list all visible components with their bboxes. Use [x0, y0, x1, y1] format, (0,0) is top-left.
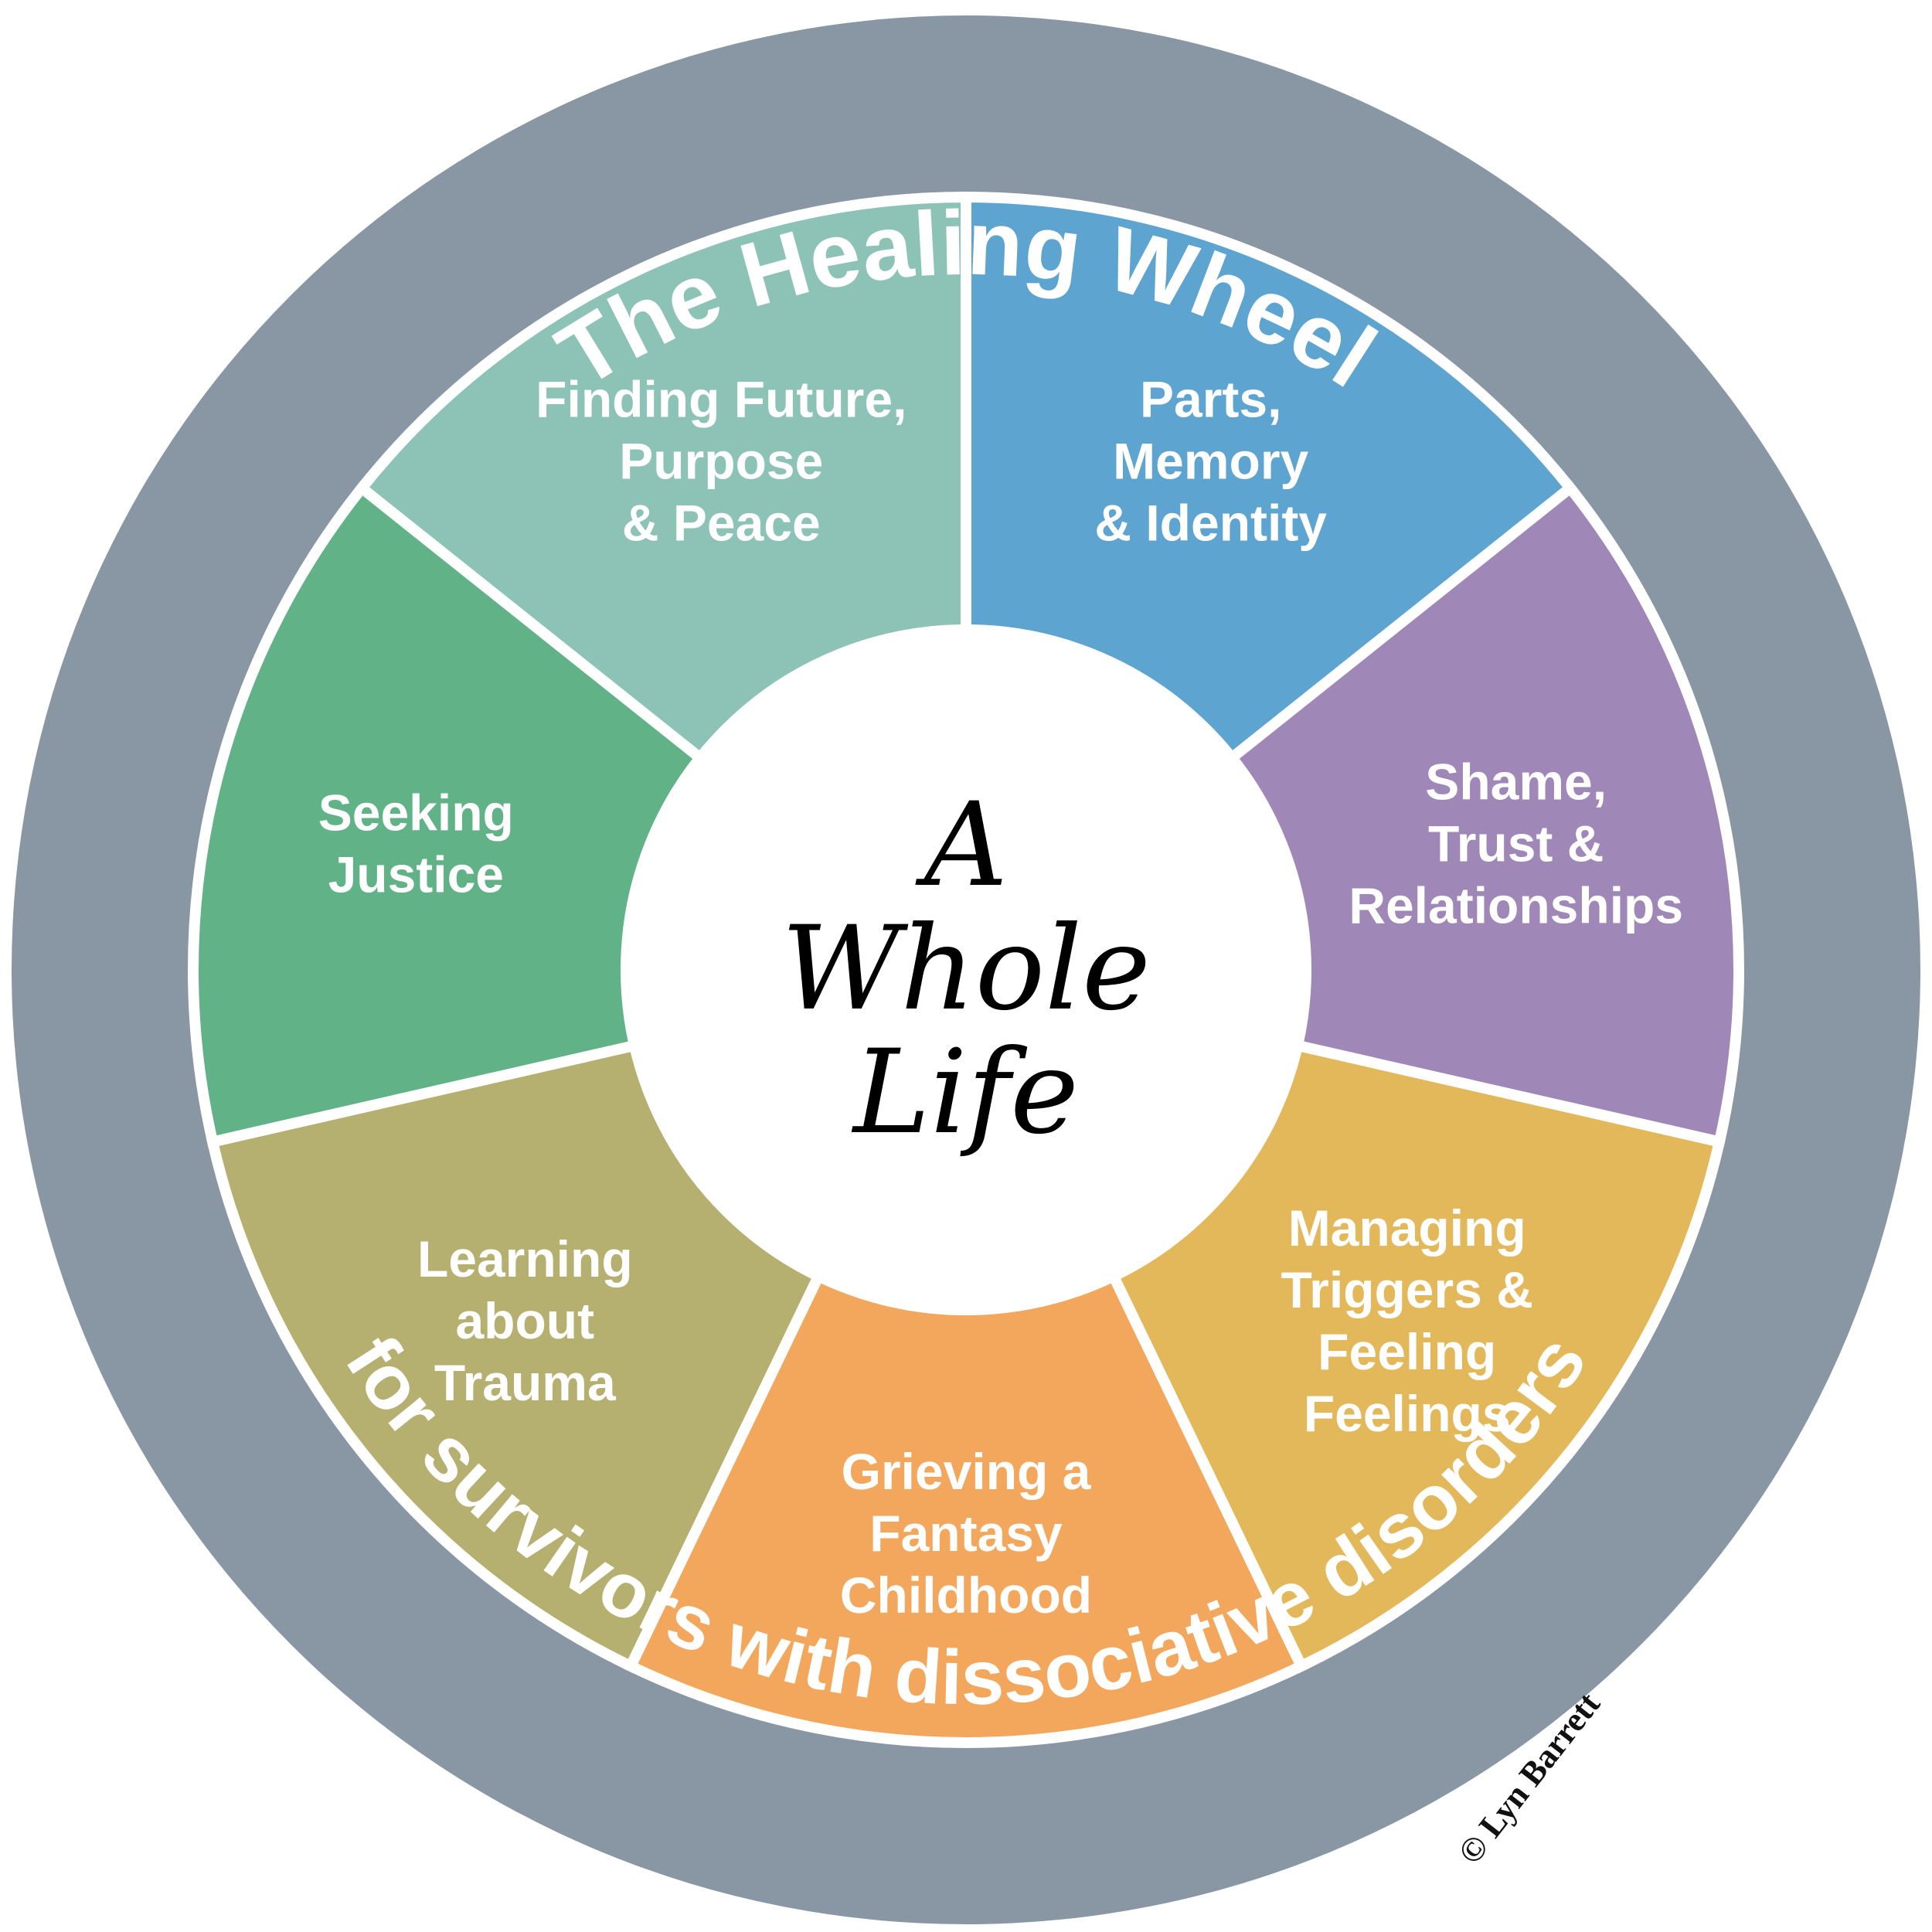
center-circle: [621, 624, 1311, 1315]
segment-label-line: & Identity: [1094, 494, 1327, 551]
segment-label-line: Managing: [1288, 1199, 1526, 1257]
segment-label-line: Learning: [417, 1230, 633, 1287]
segment-grieving-fantasy-childhood: [623, 957, 1309, 1748]
segment-label-line: Fantasy: [869, 1505, 1063, 1562]
segment-label-line: Memory: [1113, 432, 1308, 489]
center-line: A: [915, 778, 1008, 913]
segment-label-line: Shame,: [1425, 753, 1607, 811]
segment-label-line: Childhood: [840, 1566, 1092, 1624]
segment-label-line: Trust &: [1428, 815, 1604, 872]
segment-label-line: Grieving a: [842, 1443, 1092, 1500]
segment-label-line: Finding Future,: [536, 370, 906, 427]
segment-label-line: Feelings: [1304, 1385, 1511, 1442]
segment-label-finding-future: Finding Future,Purpose& Peace: [536, 370, 906, 551]
segment-label-line: Relationships: [1349, 877, 1683, 934]
segment-label-line: Triggers &: [1281, 1261, 1532, 1318]
segment-label-line: Trauma: [434, 1354, 617, 1411]
segment-label-line: about: [455, 1292, 594, 1349]
segment-label-line: Parts,: [1140, 370, 1281, 427]
segment-label-parts-memory-identity: Parts,Memory& Identity: [1094, 370, 1327, 551]
center-line: Life: [851, 1026, 1079, 1160]
center-line: Whole: [781, 902, 1151, 1036]
segment-label-line: Justice: [328, 846, 504, 903]
segment-label-line: Feeling: [1318, 1323, 1496, 1380]
segment-label-shame-trust-relationships: Shame,Trust &Relationships: [1349, 753, 1683, 934]
segment-label-line: & Peace: [622, 494, 821, 551]
segment-label-line: Purpose: [619, 432, 823, 489]
segment-label-line: Seeking: [318, 784, 514, 842]
